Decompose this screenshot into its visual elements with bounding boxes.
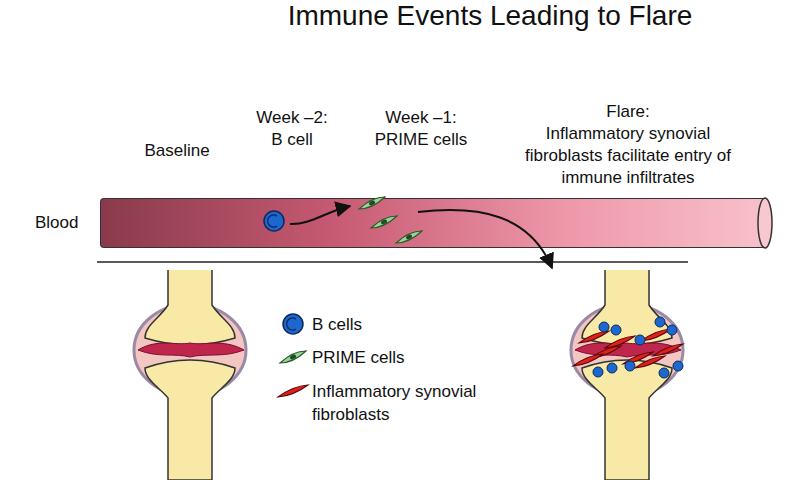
blood-vessel: Blood [100, 198, 765, 248]
prime-cell-icon [371, 216, 397, 228]
separator-line [97, 261, 688, 263]
legend-label: B cells [312, 313, 502, 336]
vessel-end [758, 198, 772, 248]
baseline-joint [134, 270, 246, 480]
timeline-label: Week –2: B cell [249, 107, 335, 151]
vessel-label: Blood [35, 212, 91, 234]
prime-cell-icon [396, 231, 422, 243]
timeline-label: Inflammatory synovial fibroblasts facili… [508, 123, 748, 189]
timeline-label: Flare: [508, 101, 748, 123]
legend-b-cell-icon [283, 314, 303, 334]
timeline-label: Week –1: PRIME cells [371, 107, 471, 151]
flare-joint [571, 270, 683, 480]
legend-fibroblast-icon [278, 385, 308, 397]
flare-infiltrates [573, 317, 683, 378]
diagram-title: Immune Events Leading to Flare [250, 0, 730, 32]
infiltration-arrow [418, 210, 552, 268]
legend-label: Inflammatory synovial fibroblasts [312, 380, 502, 426]
prime-cell-icon [359, 197, 385, 209]
legend-label: PRIME cells [312, 346, 502, 369]
transition-arrow [290, 206, 350, 224]
b-cell-icon [264, 211, 284, 231]
timeline-label: Baseline [132, 140, 222, 162]
legend-prime-icon [280, 351, 306, 363]
